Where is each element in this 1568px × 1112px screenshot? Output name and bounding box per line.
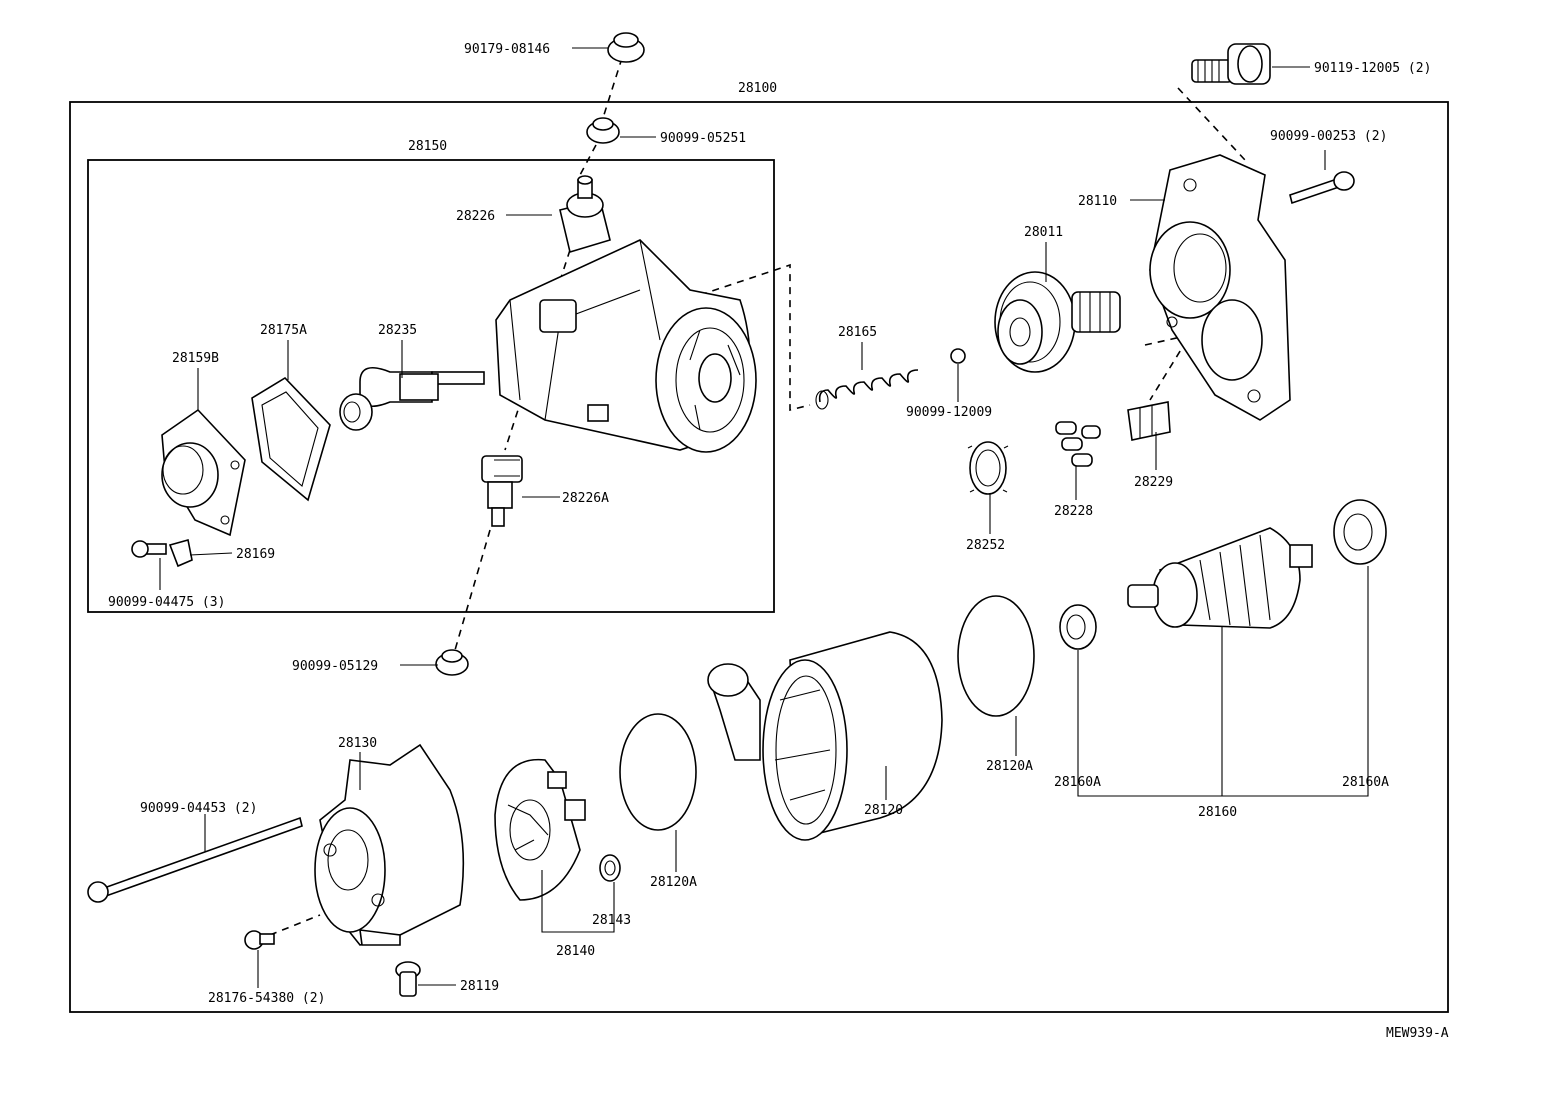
label-28119: 28119 [460,979,499,994]
label-90179-08146: 90179-08146 [464,42,550,57]
brush-holder-part [494,758,586,901]
flange-bolt-part [1191,43,1271,85]
terminal-nut-part [586,117,620,144]
label-28252: 28252 [966,538,1005,553]
label-28120: 28120 [864,803,903,818]
label-28130: 28130 [338,736,377,751]
bearing-right-part [1333,499,1387,565]
label-28140: 28140 [556,944,595,959]
switch-cover-part [161,408,246,537]
label-28100: 28100 [738,81,777,96]
roller-retainer-part [1127,401,1171,441]
plunger-part [339,366,485,431]
magnetic-switch-housing [495,239,757,453]
label-28228: 28228 [1054,504,1093,519]
label-28176-54380: 28176-54380 (2) [208,991,325,1006]
small-bolt-and-clip [131,538,193,568]
label-28235: 28235 [378,323,417,338]
rollers-part [1055,421,1101,467]
label-28011: 28011 [1024,225,1063,240]
label-90099-04453: 90099-04453 (2) [140,801,257,816]
label-28150: 28150 [408,139,447,154]
label-28175A: 28175A [260,323,307,338]
clutch-part [994,271,1121,373]
bearing-left-part [1059,604,1097,650]
label-90099-04475: 90099-04475 (3) [108,595,225,610]
label-28169: 28169 [236,547,275,562]
label-90119-12005: 90119-12005 (2) [1314,61,1431,76]
starter-assembly-frame [69,101,1449,1013]
o-ring-right-part [957,595,1035,717]
label-28143: 28143 [592,913,631,928]
commutator-end-frame-part [314,743,465,946]
label-28229: 28229 [1134,475,1173,490]
yoke-part [707,631,943,841]
label-90099-12009: 90099-12009 [906,405,992,420]
terminal-connector-part [481,455,523,527]
terminal-bolt-part [559,175,611,254]
label-28159B: 28159B [172,351,219,366]
drawing-code: MEW939-A [1386,1026,1449,1041]
nut-part [607,32,645,63]
leader-lines [159,47,1369,988]
long-through-bolt-part [87,816,303,903]
o-ring-left-part [619,713,697,831]
label-90099-00253: 90099-00253 (2) [1270,129,1387,144]
label-28110: 28110 [1078,194,1117,209]
label-28226: 28226 [456,209,495,224]
screw-part [244,930,275,950]
boot-part [435,649,469,676]
grommet-part [395,961,421,997]
label-28165: 28165 [838,325,877,340]
gasket-part [251,376,331,502]
label-28160: 28160 [1198,805,1237,820]
brush-spring-part [599,854,621,882]
label-90099-05129: 90099-05129 [292,659,378,674]
label-28160A-left: 28160A [1054,775,1101,790]
label-28160A-right: 28160A [1342,775,1389,790]
label-90099-05251: 90099-05251 [660,131,746,146]
return-spring-part [815,369,919,410]
magnetic-switch-assembly-frame [87,159,775,613]
label-28120A-left: 28120A [650,875,697,890]
steel-ball-part [950,348,966,364]
drive-housing-part [1149,154,1291,421]
label-28226A: 28226A [562,491,609,506]
idler-gear-part [967,441,1009,495]
through-bolt-part [1289,171,1355,205]
armature-part [1127,527,1313,629]
label-28120A-right: 28120A [986,759,1033,774]
